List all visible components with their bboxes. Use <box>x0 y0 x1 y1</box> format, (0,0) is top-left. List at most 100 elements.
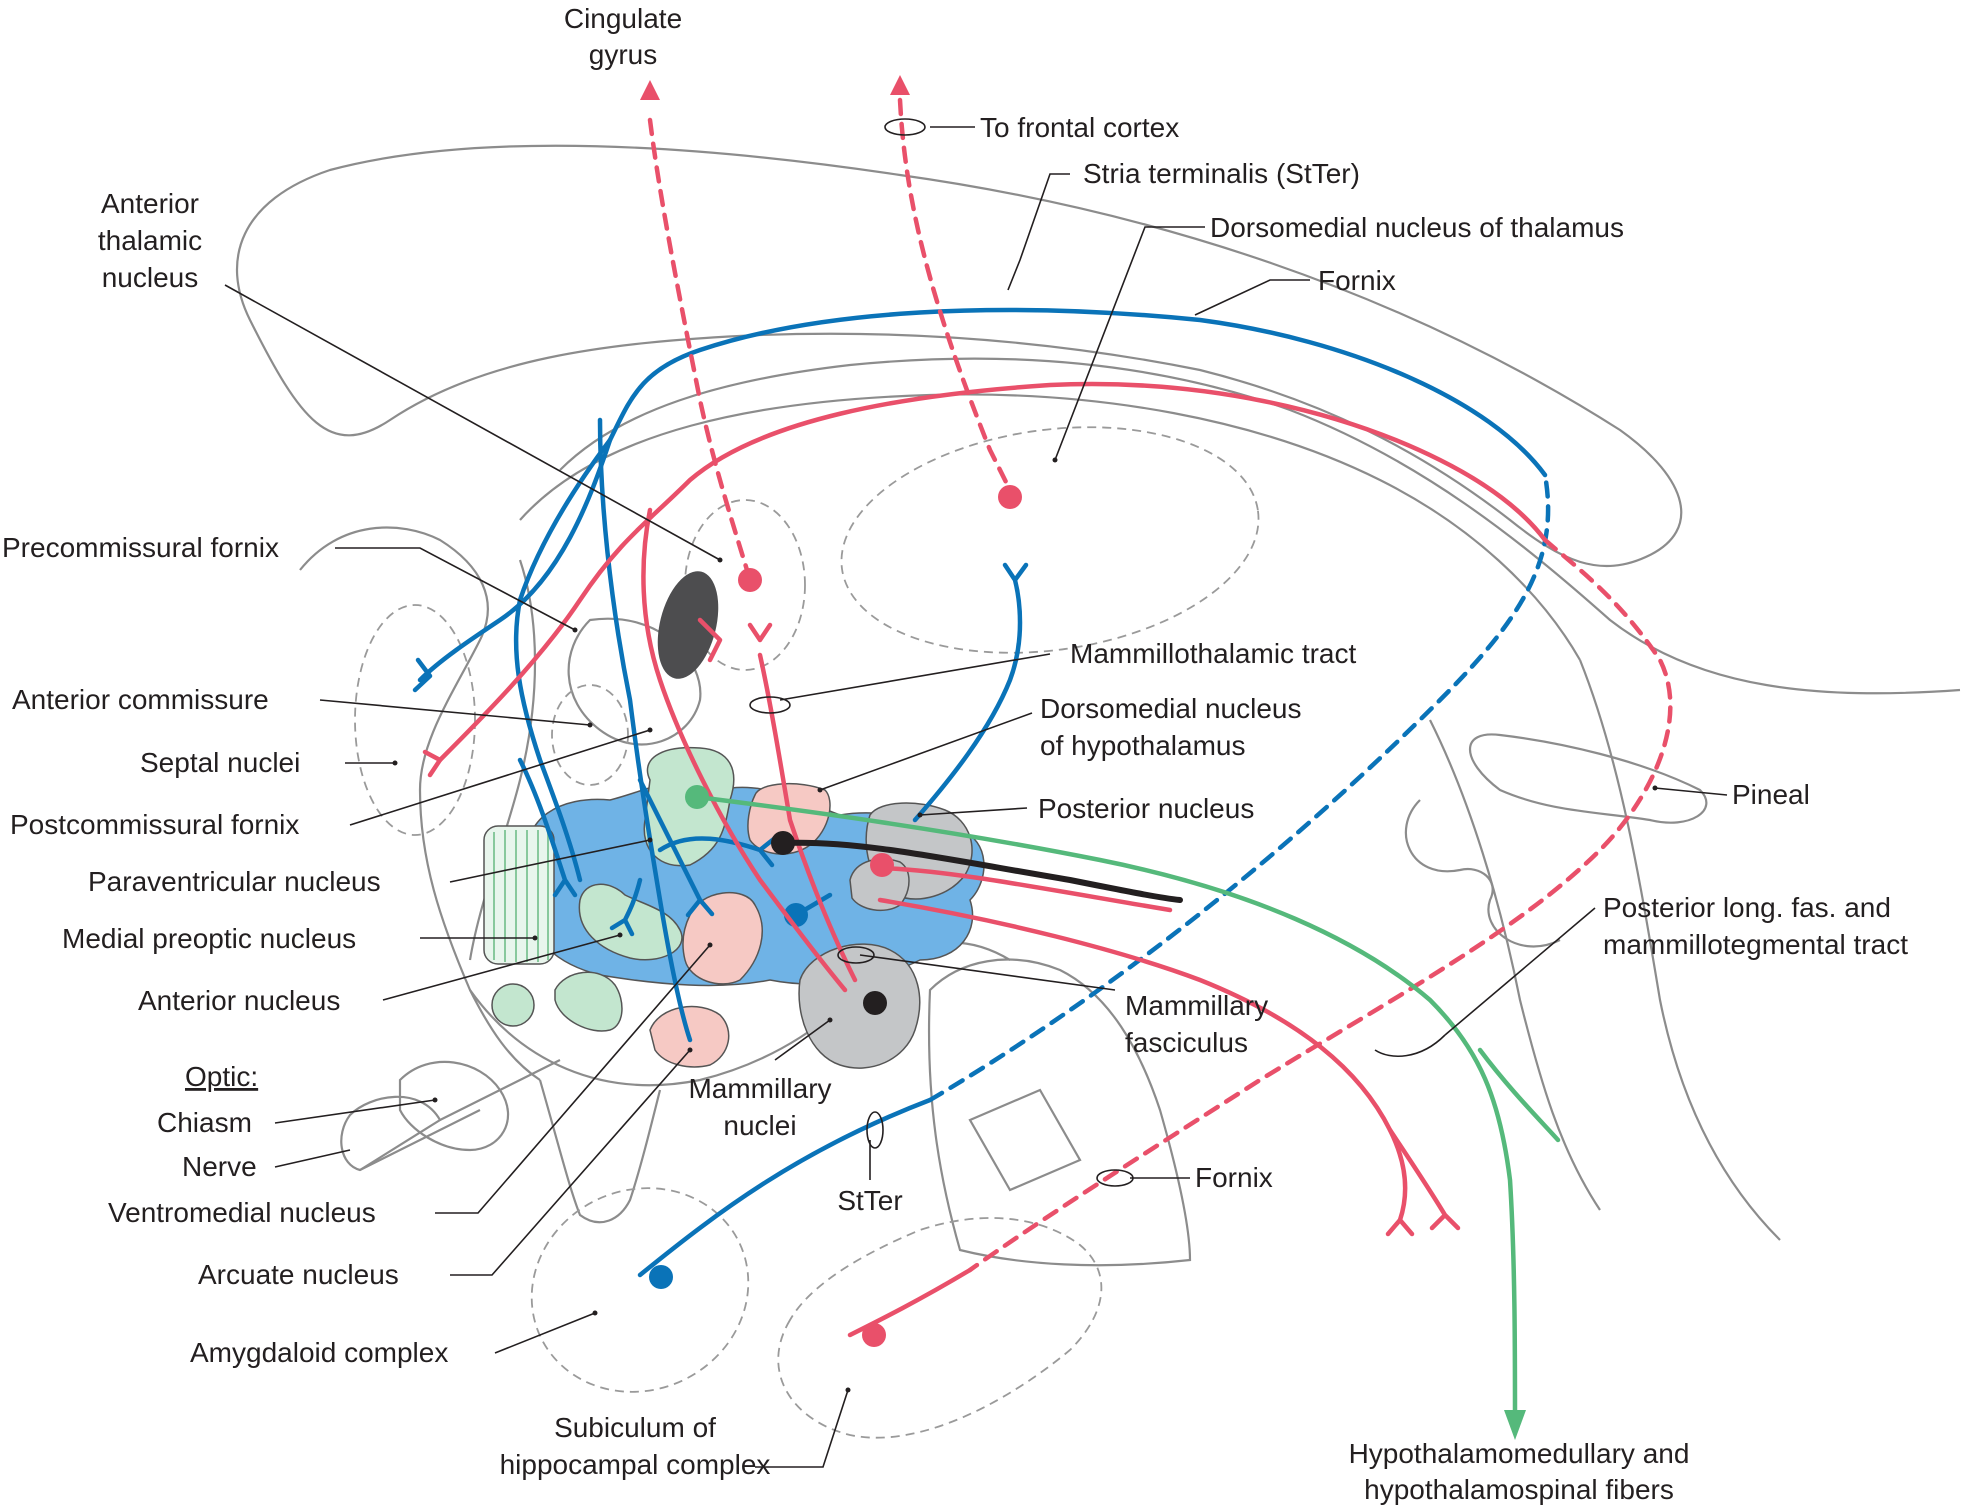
amygdala-blue-dot <box>649 1265 673 1289</box>
septal-region <box>354 604 476 836</box>
label-frontal-cortex: To frontal cortex <box>980 112 1179 143</box>
label-anterior-commissure: Anterior commissure <box>12 684 269 715</box>
blue-posterior-tract <box>912 562 1029 823</box>
anterior-thalamic-red-dot <box>738 568 762 592</box>
label-stter: StTer <box>837 1185 902 1216</box>
leader-stter-loop <box>866 1111 884 1149</box>
fornix-red-dashed <box>967 537 1673 1273</box>
label-fornix-top: Fornix <box>1318 265 1396 296</box>
label-medial-preoptic: Medial preoptic nucleus <box>62 923 356 954</box>
label-arcuate: Arcuate nucleus <box>198 1259 399 1290</box>
precommissural-fornix-blue <box>513 437 613 883</box>
label-cingulate-2: gyrus <box>589 39 657 70</box>
leader-nerve <box>274 1149 351 1168</box>
blue-branch-a <box>517 757 578 898</box>
green-origin-dot <box>685 785 709 809</box>
peduncle-outline <box>927 958 1192 1267</box>
suprachiasmatic-nucleus <box>491 983 535 1027</box>
label-mammillothalamic: Mammillothalamic tract <box>1070 638 1356 669</box>
label-post-long-1: Posterior long. fas. and <box>1603 892 1891 923</box>
anterior-hypothalamic-green <box>554 971 623 1032</box>
labels: Cingulate gyrus To frontal cortex Stria … <box>2 3 1908 1505</box>
label-anterior-thalamic-2: thalamic <box>98 225 202 256</box>
pathways <box>412 75 1673 1440</box>
label-mamm-nuclei-2: nuclei <box>723 1110 796 1141</box>
frontal-arrow <box>890 75 910 95</box>
reference-dots <box>392 457 1658 1393</box>
mammillotegmental-red-end <box>1385 1217 1415 1237</box>
leader-dm-hypothalamus <box>819 712 1033 791</box>
label-subiculum-1: Subiculum of <box>554 1412 716 1443</box>
ventromedial-nucleus <box>682 891 763 985</box>
leader-mamm-fasciculus <box>859 954 1116 991</box>
anterior-thalamic-red-branch <box>697 617 723 663</box>
subiculum-red-dot <box>862 1323 886 1347</box>
corpus-callosum-outline <box>236 144 1683 568</box>
mammillothalamic-tract <box>757 652 858 983</box>
anterior-thalamic-red-branch-2 <box>747 622 773 643</box>
stria-terminalis-blue-arc <box>417 307 1548 683</box>
mammillotegmental-red-2 <box>1387 1127 1461 1231</box>
leader-mamm-fasciculus-loop <box>837 946 875 964</box>
anterior-commissure-region <box>551 684 629 786</box>
blue-branch-d <box>609 877 643 937</box>
fornix-body-outline <box>559 357 1961 695</box>
mammillary-outline-gray <box>849 858 910 912</box>
label-ventromedial: Ventromedial nucleus <box>108 1197 376 1228</box>
leader-anterior-commissure <box>319 699 591 726</box>
label-nerve: Nerve <box>182 1151 257 1182</box>
stria-terminalis-blue-branch <box>412 657 433 693</box>
subiculum-region <box>777 1217 1103 1439</box>
leader-fornix-bottom-loop <box>1096 1169 1134 1187</box>
hypothalamomedullary-green-branch <box>1477 1047 1561 1143</box>
leader-anterior-nucleus <box>382 934 621 1001</box>
leader-arcuate <box>450 1049 691 1276</box>
leader-mamm-nuclei <box>774 1019 831 1061</box>
blue-branch-c <box>657 835 778 868</box>
leader-ventromedial <box>435 944 711 1214</box>
thalamus-upper-outline <box>519 393 1581 661</box>
label-post-long-2: mammillotegmental tract <box>1603 929 1908 960</box>
black-origin-dot <box>771 831 795 855</box>
posterior-long-fasciculus-black <box>780 839 1183 903</box>
green-arrow <box>1504 1410 1526 1440</box>
label-posterior-nucleus: Posterior nucleus <box>1038 793 1254 824</box>
frontal-cortex-projection-dashed <box>897 97 1013 493</box>
label-fornix-bottom: Fornix <box>1195 1162 1273 1193</box>
label-paraventricular: Paraventricular nucleus <box>88 866 381 897</box>
dorsomedial-thalamus-red-dot <box>998 485 1022 509</box>
brain-outlines <box>236 144 1961 1267</box>
label-mamm-fasciculus-2: fasciculus <box>1125 1027 1248 1058</box>
label-hypo-medullary-2: hypothalamospinal fibers <box>1364 1474 1674 1505</box>
leader-frontal-cortex-loop <box>884 118 926 136</box>
label-pineal: Pineal <box>1732 779 1810 810</box>
leader-lines <box>224 118 1728 1468</box>
leader-post-long <box>1444 907 1596 1036</box>
label-dm-hypothalamus-2: of hypothalamus <box>1040 730 1245 761</box>
label-postcommissural: Postcommissural fornix <box>10 809 299 840</box>
fornix-red <box>437 381 1548 763</box>
blue-branch-lower <box>597 417 693 1043</box>
label-stria-terminalis: Stria terminalis (StTer) <box>1083 158 1360 189</box>
mammillary-nuclei <box>798 943 921 1069</box>
leader-chiasm <box>274 1099 436 1124</box>
label-anterior-nucleus: Anterior nucleus <box>138 985 340 1016</box>
leader-subiculum <box>755 1389 849 1468</box>
dorsomedial-thalamus-region <box>840 426 1260 654</box>
leader-pineal <box>1654 787 1728 796</box>
label-hypo-medullary-1: Hypothalamomedullary and <box>1349 1438 1690 1469</box>
label-mamm-nuclei-1: Mammillary <box>688 1073 831 1104</box>
mammillary-fasciculus-red <box>877 865 1173 913</box>
label-optic: Optic: <box>185 1061 258 1092</box>
label-anterior-thalamic-1: Anterior <box>101 188 199 219</box>
leader-anterior-thalamic <box>224 284 721 561</box>
label-amygdaloid: Amygdaloid complex <box>190 1337 448 1368</box>
amygdaloid-region <box>530 1187 750 1393</box>
pineal-outline <box>1469 733 1708 824</box>
posterior-commissure-outline <box>968 1088 1082 1192</box>
stria-terminalis-blue-dashed <box>927 472 1551 1103</box>
infundibulum-outline <box>538 1079 662 1224</box>
blue-nucleus-link <box>793 892 833 918</box>
mammillotegmental-red <box>877 897 1408 1223</box>
